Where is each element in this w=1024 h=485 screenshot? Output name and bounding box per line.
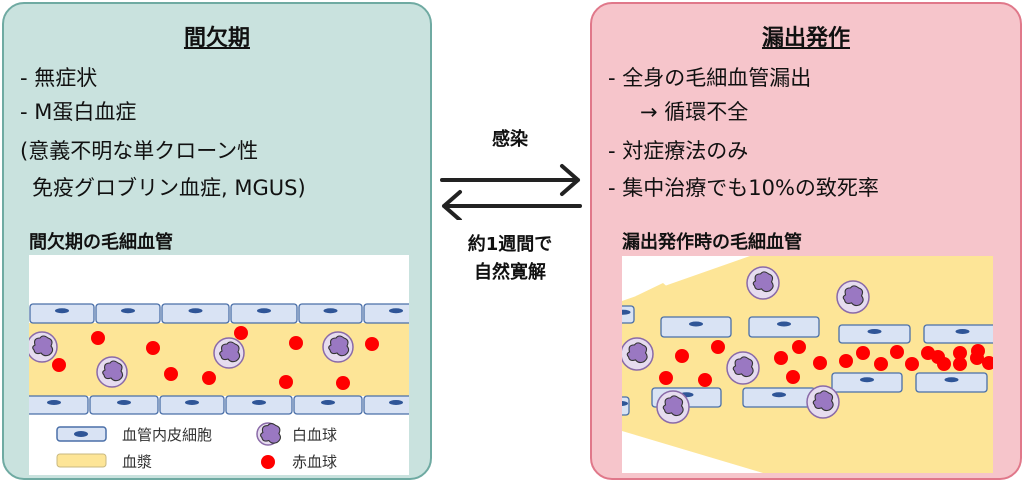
white-blood-cell [836, 280, 870, 314]
right-item: → 循環不全 [640, 100, 749, 124]
red-blood-cell [774, 351, 788, 365]
red-blood-cell [905, 357, 919, 371]
red-blood-cell [146, 341, 160, 355]
red-blood-cell [937, 357, 951, 371]
red-blood-cell [792, 340, 806, 354]
red-blood-cell [234, 326, 248, 340]
red-blood-cell [365, 337, 379, 351]
endothelial-cell [161, 303, 230, 324]
red-blood-cell [856, 346, 870, 360]
red-blood-cell [202, 371, 216, 385]
remission-label-2: 自然寛解 [474, 262, 546, 283]
endothelial-cell [293, 395, 363, 415]
white-blood-cell [256, 422, 282, 446]
endothelial-cell [622, 396, 630, 416]
remission-label-1: 約1週間で [467, 234, 553, 255]
endothelial-cell [838, 324, 911, 344]
right-item: - 全身の毛細血管漏出 [608, 66, 812, 90]
red-blood-cell [91, 331, 105, 345]
white-blood-cell [322, 331, 354, 363]
red-blood-cell [279, 375, 293, 389]
red-blood-cell [971, 344, 985, 358]
endothelial-cell [298, 303, 363, 324]
endothelial-cell [742, 387, 816, 408]
endothelial-cell [95, 303, 161, 324]
white-blood-cell [213, 337, 245, 369]
red-blood-cell [289, 336, 303, 350]
transition-arrows [440, 164, 582, 220]
endothelial-cell [230, 303, 298, 324]
red-blood-cell [813, 356, 827, 370]
legend-wbc-icon [256, 422, 282, 446]
endothelial-cell [89, 395, 159, 415]
red-blood-cell [839, 354, 853, 368]
white-blood-cell [726, 351, 760, 385]
leaking-plasma [622, 256, 993, 473]
red-blood-cell [953, 357, 967, 371]
red-blood-cell [874, 357, 888, 371]
right-item: - 対症療法のみ [608, 139, 749, 163]
red-blood-cell [659, 371, 673, 385]
interval-phase-title: 間欠期 [183, 26, 250, 51]
red-blood-cell [890, 345, 904, 359]
endothelial-cell [225, 395, 293, 415]
left-item: (意義不明な単クローン性 [20, 139, 259, 163]
endothelial-cell [29, 395, 89, 415]
endothelial-cell [363, 303, 409, 324]
endothelial-cell [915, 372, 988, 393]
red-blood-cell [711, 340, 725, 354]
leak-capillary-figure [622, 256, 993, 473]
endothelial-cell [748, 316, 820, 338]
legend-rbc-label: 赤血球 [292, 453, 337, 471]
left-item: 免疫グロブリン血症, MGUS) [32, 176, 306, 200]
endothelial-cell [622, 305, 635, 324]
endothelial-cell [831, 372, 903, 393]
endothelial-cell [159, 395, 225, 415]
legend-plasma-swatch [56, 453, 107, 468]
legend-wbc-label: 白血球 [292, 426, 337, 444]
red-blood-cell [982, 356, 993, 370]
interval-capillary-figure: 血管内皮細胞 血漿 白血球 赤血球 [29, 255, 409, 475]
red-blood-cell [953, 346, 967, 360]
red-blood-cell [675, 349, 689, 363]
leak-figure-title: 漏出発作時の毛細血管 [622, 232, 802, 253]
leak-attack-title: 漏出発作 [761, 26, 850, 51]
right-item: - 集中治療でも10%の致死率 [608, 176, 879, 200]
legend-endothelial-label: 血管内皮細胞 [122, 426, 212, 444]
red-blood-cell [164, 367, 178, 381]
infection-label: 感染 [492, 129, 528, 150]
endothelial-cell [29, 303, 95, 324]
red-blood-cell [336, 376, 350, 390]
white-blood-cell [96, 356, 128, 388]
white-blood-cell [29, 331, 58, 363]
red-blood-cell [786, 370, 800, 384]
legend-plasma-label: 血漿 [122, 453, 152, 471]
red-blood-cell [52, 358, 66, 372]
arrow-right-icon [440, 164, 580, 196]
white-blood-cell [806, 385, 840, 419]
white-blood-cell [746, 266, 780, 300]
interval-figure-title: 間欠期の毛細血管 [29, 232, 173, 253]
left-item: - M蛋白血症 [20, 100, 137, 124]
red-blood-cell [698, 373, 712, 387]
legend-rbc-icon [261, 455, 275, 469]
endothelial-cell [660, 316, 732, 338]
white-blood-cell [656, 390, 690, 424]
endothelial-cell [923, 324, 993, 344]
left-item: - 無症状 [20, 66, 98, 90]
leak-arrow-up-icon [636, 283, 678, 316]
white-blood-cell [622, 337, 654, 371]
arrow-left-icon [442, 190, 582, 220]
endothelial-cell [363, 395, 409, 415]
leak-arrow-down-icon [636, 406, 678, 441]
